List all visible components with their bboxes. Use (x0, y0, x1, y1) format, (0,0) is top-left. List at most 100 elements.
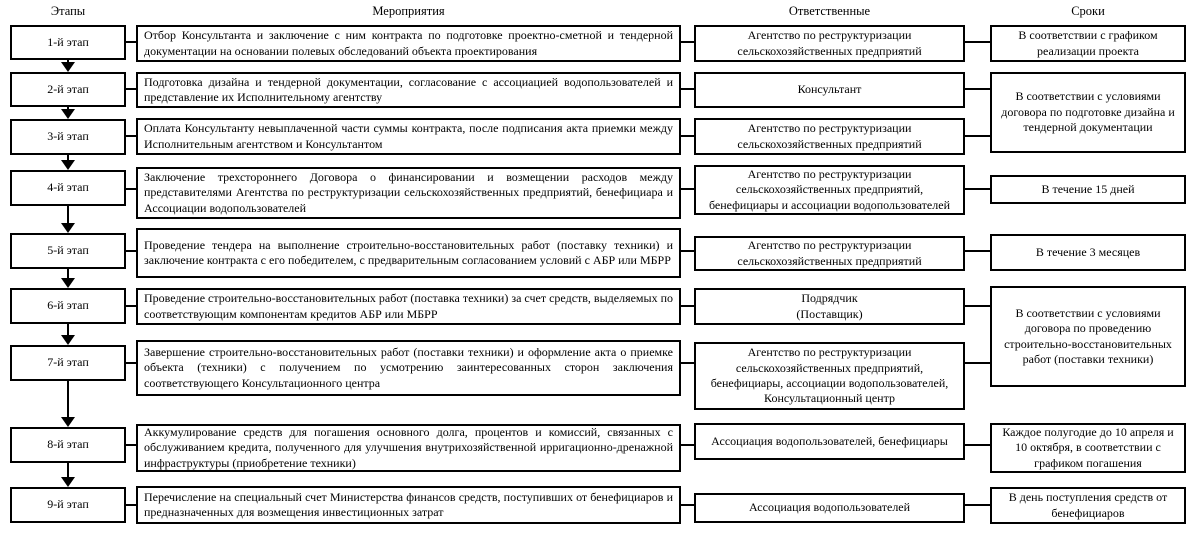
connector-line (124, 444, 138, 446)
deadline-text: Каждое полугодие до 10 апреля и 10 октяб… (1002, 424, 1174, 470)
stage-box-6: 6-й этап (10, 288, 126, 324)
connector-line (679, 444, 696, 446)
responsible-box-5: Агентство по реструктуризации сельскохоз… (694, 236, 965, 271)
stage-box-2: 2-й этап (10, 72, 126, 107)
activity-text: Подготовка дизайна и тендерной документа… (144, 74, 673, 104)
deadline-box-1: В соответствии с графиком реализации про… (990, 25, 1186, 62)
activity-text: Отбор Консультанта и заключение с ним ко… (144, 28, 673, 58)
responsible-text: Агентство по реструктуризации сельскохоз… (737, 238, 922, 268)
connector-line (124, 135, 138, 137)
stage-box-9: 9-й этап (10, 487, 126, 523)
responsible-text: Агентство по реструктуризации сельскохоз… (710, 345, 949, 406)
activity-text: Проведение строительно-восстановительных… (144, 291, 673, 321)
stage-label: 4-й этап (47, 180, 89, 195)
stage-label: 6-й этап (47, 298, 89, 313)
connector-line (124, 188, 138, 190)
activity-box-2: Подготовка дизайна и тендерной документа… (136, 72, 681, 108)
deadline-box-6-7: В соответствии с условиями договора по п… (990, 286, 1186, 387)
connector-line (124, 41, 138, 43)
stage-label: 8-й этап (47, 437, 89, 452)
stage-box-1: 1-й этап (10, 25, 126, 60)
deadline-text: В соответствии с графиком реализации про… (1018, 28, 1158, 58)
stage-box-5: 5-й этап (10, 233, 126, 269)
connector-line (124, 88, 138, 90)
activity-box-5: Проведение тендера на выполнение строите… (136, 228, 681, 278)
deadline-box-4: В течение 15 дней (990, 175, 1186, 204)
connector-line (963, 135, 992, 137)
stage-box-4: 4-й этап (10, 170, 126, 206)
down-arrow-icon (61, 59, 75, 72)
column-header-stages: Этапы (50, 4, 86, 18)
connector-line (963, 444, 992, 446)
stage-label: 2-й этап (47, 81, 89, 96)
responsible-box-4: Агентство по реструктуризации сельскохоз… (694, 165, 965, 215)
responsible-text: Агентство по реструктуризации сельскохоз… (737, 121, 922, 151)
activity-box-4: Заключение трехстороннего Договора о фин… (136, 167, 681, 219)
activity-text: Оплата Консультанту невыплаченной части … (144, 121, 673, 151)
activity-text: Заключение трехстороннего Договора о фин… (144, 169, 673, 215)
connector-line (679, 188, 696, 190)
activity-text: Перечисление на специальный счет Министе… (144, 489, 673, 519)
responsible-text: Агентство по реструктуризации сельскохоз… (737, 28, 922, 58)
column-header-deadlines: Сроки (1071, 4, 1105, 18)
stage-label: 9-й этап (47, 497, 89, 512)
down-arrow-icon (61, 106, 75, 119)
connector-line (124, 305, 138, 307)
activity-box-8: Аккумулирование средств для погашения ос… (136, 424, 681, 472)
connector-line (679, 41, 696, 43)
deadline-text: В соответствии с условиями договора по п… (1004, 305, 1172, 366)
down-arrow-icon (61, 462, 75, 487)
stage-label: 3-й этап (47, 129, 89, 144)
connector-line (963, 41, 992, 43)
responsible-text: Консультант (797, 82, 862, 97)
deadline-text: В течение 3 месяцев (1035, 244, 1141, 259)
stage-label: 7-й этап (47, 355, 89, 370)
stage-label: 5-й этап (47, 243, 89, 258)
down-arrow-icon (61, 268, 75, 288)
connector-line (679, 504, 696, 506)
column-header-responsibles: Ответственные (788, 4, 871, 18)
responsible-text: Ассоциация водопользователей (748, 500, 911, 515)
responsible-box-6: Подрядчик (Поставщик) (694, 288, 965, 325)
connector-line (679, 135, 696, 137)
responsible-text: Агентство по реструктуризации сельскохоз… (708, 166, 950, 212)
deadline-text: В соответствии с условиями договора по п… (1001, 89, 1175, 135)
activity-text: Проведение тендера на выполнение строите… (144, 237, 673, 267)
responsible-box-3: Агентство по реструктуризации сельскохоз… (694, 118, 965, 155)
deadline-box-2-3: В соответствии с условиями договора по п… (990, 72, 1186, 153)
down-arrow-icon (61, 205, 75, 233)
connector-line (124, 504, 138, 506)
responsible-text: Ассоциация водопользователей, бенефициар… (711, 433, 948, 448)
activity-text: Аккумулирование средств для погашения ос… (144, 424, 673, 470)
connector-line (679, 362, 696, 364)
down-arrow-icon (61, 323, 75, 345)
connector-line (679, 250, 696, 252)
connector-line (124, 362, 138, 364)
activity-text: Завершение строительно-восстановительных… (144, 344, 673, 390)
activity-box-6: Проведение строительно-восстановительных… (136, 288, 681, 325)
responsible-box-2: Консультант (694, 72, 965, 108)
activity-box-3: Оплата Консультанту невыплаченной части … (136, 118, 681, 155)
activity-box-9: Перечисление на специальный счет Министе… (136, 486, 681, 524)
connector-line (963, 88, 992, 90)
responsible-box-8: Ассоциация водопользователей, бенефициар… (694, 423, 965, 460)
responsible-box-7: Агентство по реструктуризации сельскохоз… (694, 342, 965, 410)
stage-label: 1-й этап (47, 34, 89, 49)
connector-line (963, 188, 992, 190)
connector-line (963, 305, 992, 307)
deadline-box-5: В течение 3 месяцев (990, 234, 1186, 271)
connector-line (963, 504, 992, 506)
stage-box-7: 7-й этап (10, 345, 126, 381)
deadline-text: В день поступления средств от бенефициар… (1008, 490, 1168, 520)
connector-line (963, 362, 992, 364)
stage-box-3: 3-й этап (10, 119, 126, 155)
connector-line (124, 250, 138, 252)
deadline-text: В течение 15 дней (1041, 181, 1135, 196)
down-arrow-icon (61, 380, 75, 427)
activity-box-7: Завершение строительно-восстановительных… (136, 340, 681, 396)
activity-box-1: Отбор Консультанта и заключение с ним ко… (136, 25, 681, 62)
connector-line (679, 305, 696, 307)
connector-line (679, 88, 696, 90)
deadline-box-8: Каждое полугодие до 10 апреля и 10 октяб… (990, 423, 1186, 473)
down-arrow-icon (61, 154, 75, 170)
